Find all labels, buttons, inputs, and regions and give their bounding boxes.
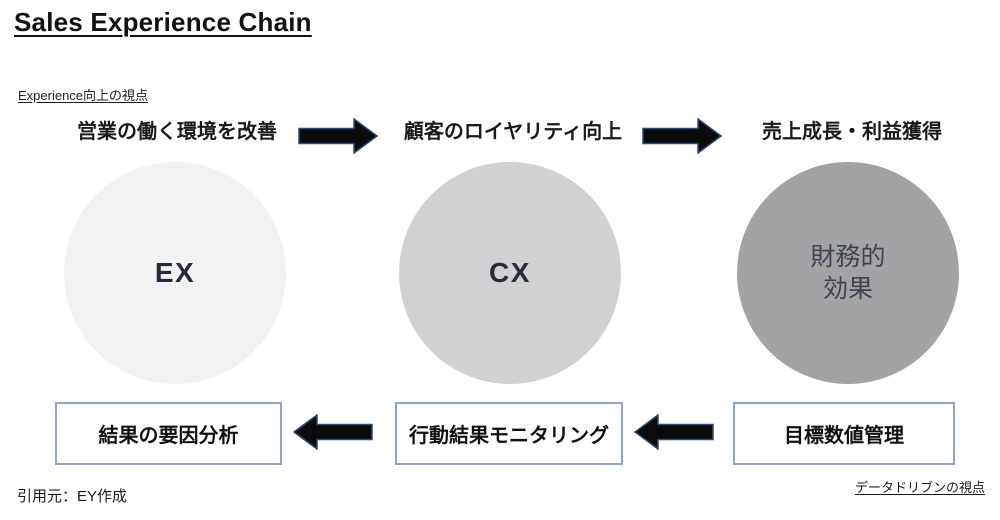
cx-circle-label: CX bbox=[489, 257, 531, 288]
data-driven-perspective-label: データドリブンの視点 bbox=[854, 480, 985, 495]
result-factor-analysis-label: 結果の要因分析 bbox=[98, 425, 239, 447]
page-title: Sales Experience Chain bbox=[14, 7, 312, 37]
financial-effect-line2: 効果 bbox=[822, 275, 873, 303]
financial-effect-line1: 財務的 bbox=[810, 242, 886, 271]
experience-perspective-label: Experience向上の視点 bbox=[18, 88, 149, 103]
arrow-right-icon bbox=[642, 118, 722, 154]
financial-effect-circle: 財務的 効果 bbox=[737, 162, 959, 384]
ex-circle-label: EX bbox=[154, 257, 196, 288]
action-result-monitoring-label: 行動結果モニタリング bbox=[409, 425, 609, 447]
cx-circle: CX bbox=[399, 162, 621, 384]
action-result-monitoring-box: 行動結果モニタリング bbox=[395, 402, 623, 465]
arrow-left-icon bbox=[634, 414, 714, 450]
flow-step-label-ex: 営業の働く環境を改善 bbox=[77, 121, 277, 143]
target-value-management-box: 目標数値管理 bbox=[733, 402, 955, 465]
flow-step-label-financial: 売上成長・利益獲得 bbox=[762, 121, 942, 143]
result-factor-analysis-box: 結果の要因分析 bbox=[55, 402, 282, 465]
ex-circle: EX bbox=[64, 162, 286, 384]
flow-step-label-cx: 顧客のロイヤリティ向上 bbox=[403, 121, 623, 143]
financial-effect-circle-label: 財務的 効果 bbox=[810, 241, 885, 306]
arrow-right-icon bbox=[298, 118, 378, 154]
source-attribution: 引用元：EY作成 bbox=[17, 488, 128, 505]
target-value-management-label: 目標数値管理 bbox=[784, 425, 904, 447]
arrow-left-icon bbox=[293, 414, 373, 450]
